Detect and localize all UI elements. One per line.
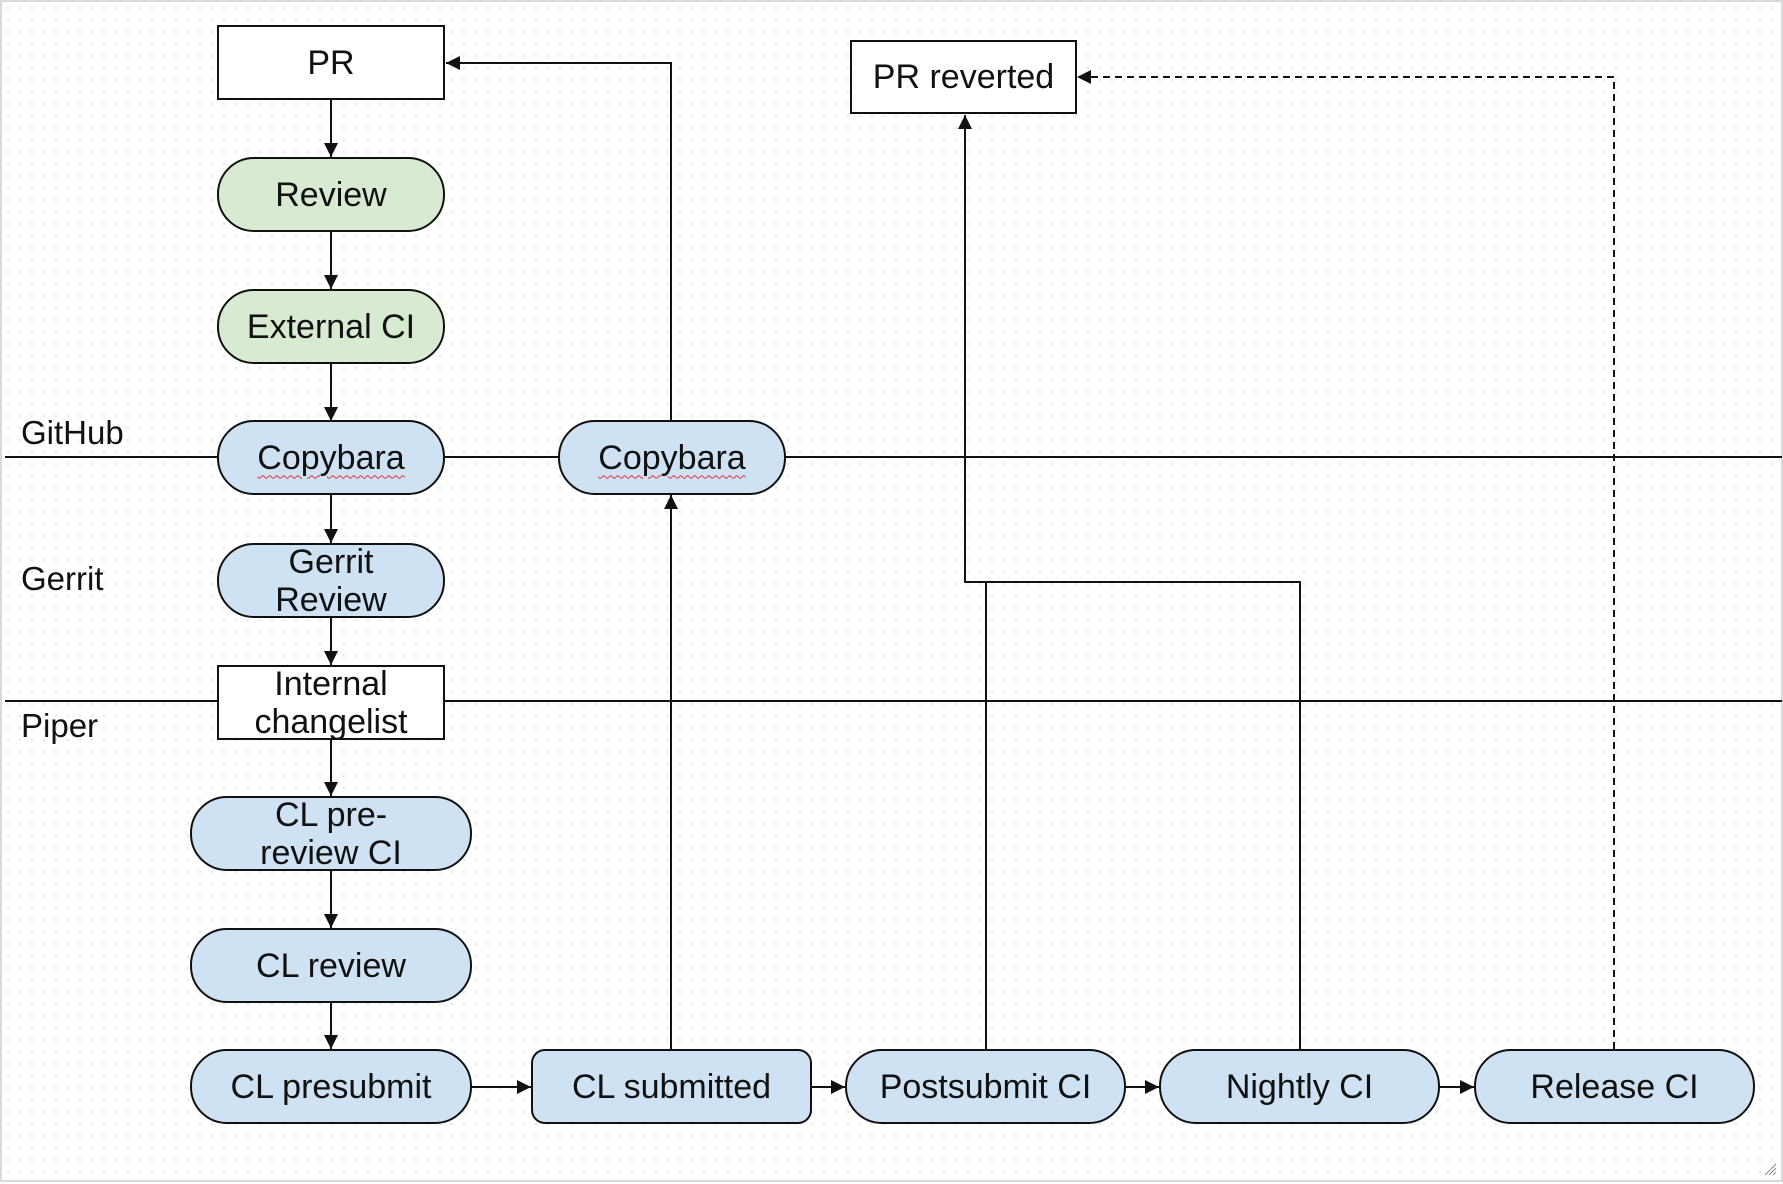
node-cl-review-label: CL review <box>256 946 406 985</box>
node-nightly-ci[interactable]: Nightly CI <box>1159 1049 1440 1124</box>
node-internal-changelist-label: Internal changelist <box>254 664 408 741</box>
node-pr-reverted-label: PR reverted <box>872 58 1055 96</box>
node-cl-prereview-ci-label: CL pre-review CI <box>260 795 402 872</box>
node-external-ci-label: External CI <box>246 307 416 346</box>
node-pr[interactable]: PR <box>217 25 445 100</box>
node-cl-presubmit-label: CL presubmit <box>230 1067 432 1106</box>
node-cl-prereview-ci[interactable]: CL pre-review CI <box>190 795 472 872</box>
node-release-ci-label: Release CI <box>1530 1067 1699 1106</box>
node-cl-presubmit[interactable]: CL presubmit <box>190 1049 472 1124</box>
node-gerrit-review-label: Gerrit Review <box>275 542 387 619</box>
node-internal-changelist[interactable]: Internal changelist <box>217 664 445 741</box>
lane-label-github: GitHub <box>21 414 124 451</box>
node-copybara-outbound-label: Copybara <box>598 438 746 477</box>
node-postsubmit-ci-label: Postsubmit CI <box>879 1067 1092 1106</box>
node-review[interactable]: Review <box>217 157 445 232</box>
node-nightly-ci-label: Nightly CI <box>1225 1067 1374 1106</box>
lane-label-piper: Piper <box>21 707 99 744</box>
node-review-label: Review <box>275 175 387 214</box>
arrow-copybara-to-pr <box>446 56 672 420</box>
node-gerrit-review[interactable]: Gerrit Review <box>217 542 445 619</box>
resize-grip-icon[interactable] <box>1763 1162 1777 1176</box>
node-copybara-inbound[interactable]: Copybara <box>217 420 445 495</box>
node-postsubmit-ci[interactable]: Postsubmit CI <box>845 1049 1126 1124</box>
arrow-release-to-pr-reverted <box>1077 70 1615 1049</box>
node-cl-review[interactable]: CL review <box>190 928 472 1003</box>
node-pr-label: PR <box>307 43 355 82</box>
node-cl-submitted[interactable]: CL submitted <box>531 1049 812 1124</box>
node-copybara-inbound-label: Copybara <box>257 438 405 477</box>
node-pr-reverted[interactable]: PR reverted <box>850 40 1077 114</box>
lane-label-gerrit: Gerrit <box>21 560 104 597</box>
arrow-nightly-to-pr-reverted <box>958 115 1301 1049</box>
node-copybara-outbound[interactable]: Copybara <box>558 420 786 495</box>
node-external-ci[interactable]: External CI <box>217 289 445 364</box>
node-release-ci[interactable]: Release CI <box>1474 1049 1755 1124</box>
node-cl-submitted-label: CL submitted <box>571 1067 772 1106</box>
